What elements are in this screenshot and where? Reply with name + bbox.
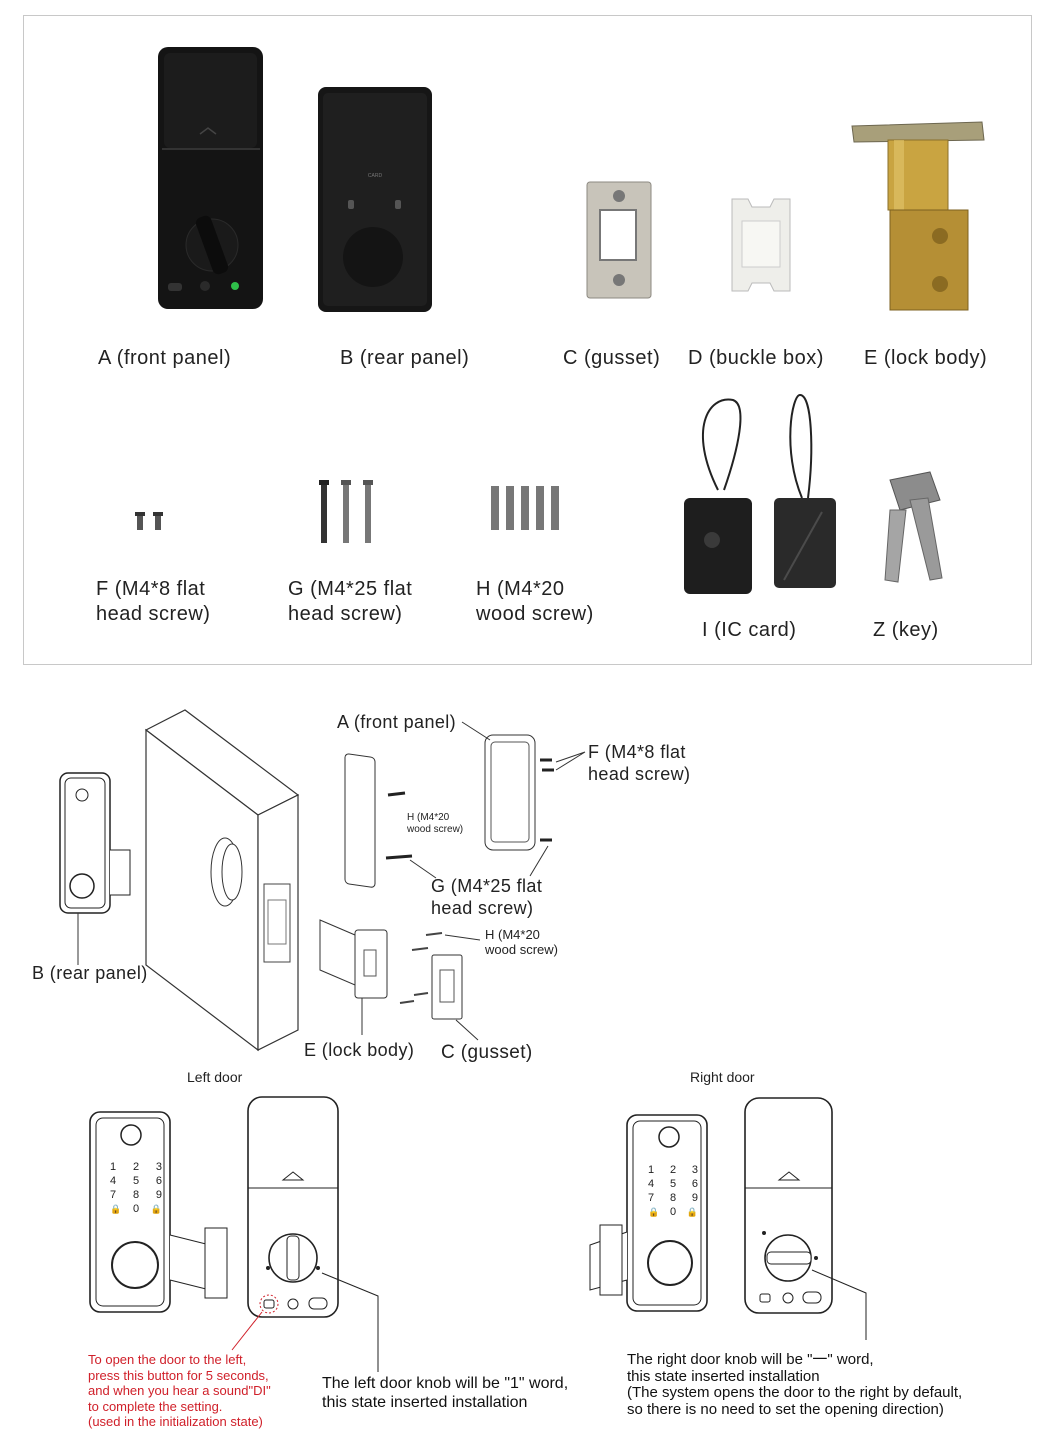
front-panel-photo [158,47,263,309]
keys-photo [884,471,943,583]
keypad-key: 4 [648,1178,655,1190]
exploded-label-f: F (M4*8 flat head screw) [588,741,690,785]
part-label-f-line1: F (M4*8 flat [96,578,206,600]
keypad-key: 8 [132,1189,140,1201]
exploded-label-g-line2: head screw) [431,898,534,918]
exploded-label-h-top-line1: H (M4*20 [407,812,450,823]
keypad-key: 5 [132,1175,140,1187]
ic-card-black-photo [684,398,752,594]
wood-screws-h-photo [491,486,559,530]
exploded-label-b: B (rear panel) [32,963,148,983]
note-line: The left door knob will be "1" word, [322,1375,569,1392]
left-door-knob-note: The left door knob will be "1" word, thi… [322,1374,568,1412]
exploded-label-g: G (M4*25 flat head screw) [431,875,542,919]
lock-icon: 🔒 [110,1204,122,1214]
part-label-h: H (M4*20 wood screw) [476,577,594,627]
right-door-title: Right door [690,1069,755,1085]
note-line: so there is no need to set the opening d… [627,1400,944,1418]
keypad-key: 1 [110,1161,117,1173]
note-line: this state inserted installation [627,1367,820,1385]
exploded-label-h-bottom-line2: wood screw) [485,942,558,957]
keypad-key: 4 [110,1175,117,1187]
note-line: this state inserted installation [322,1394,528,1411]
part-label-a: A (front panel) [98,347,232,369]
keypad-key: 2 [669,1164,677,1176]
lock-body-photo [851,121,985,311]
lock-icon: 🔒 [648,1207,660,1217]
keypad-key: 8 [669,1192,677,1204]
lock-icon: 🔒 [150,1204,162,1214]
keypad-key: 0 [132,1203,140,1215]
note-line: to complete the setting. [88,1398,223,1414]
keypad-key: 3 [691,1164,698,1176]
buckle-box-photo [731,198,791,292]
note-line: The right door knob will be "一" word, [627,1351,874,1368]
flat-head-screws-g-photo [319,480,373,543]
part-label-g-line2: head screw) [288,603,403,625]
rear-panel-photo: CARD [318,87,432,312]
keypad-key: 7 [648,1192,655,1204]
keypad-key: 2 [132,1161,140,1173]
keypad-key: 6 [691,1178,698,1190]
keypad-key: 9 [691,1192,698,1204]
part-label-d: D (buckle box) [688,347,824,369]
note-line: and when you hear a sound"DI" [88,1383,271,1398]
note-line: press this button for 5 seconds, [88,1367,269,1383]
part-label-g: G (M4*25 flat head screw) [288,577,412,627]
lock-icon: 🔒 [686,1207,698,1217]
right-door-keypad: 1 2 3 4 5 6 7 8 9 🔒 0 🔒 [648,1163,698,1219]
flat-head-screws-f-photo [135,512,163,530]
exploded-label-a: A (front panel) [337,712,457,732]
exploded-installation-diagram [59,709,586,1052]
part-label-h-line1: H (M4*20 [476,578,565,600]
ic-card-clear-photo [774,393,836,588]
exploded-label-c: C (gusset) [441,1042,533,1063]
left-door-keypad: 1 2 3 4 5 6 7 8 9 🔒 0 🔒 [110,1160,162,1216]
part-label-h-line2: wood screw) [476,603,594,625]
part-label-z: Z (key) [873,619,939,641]
exploded-label-f-line2: head screw) [588,764,691,784]
keypad-key: 6 [155,1175,162,1187]
exploded-label-f-line1: F (M4*8 flat [588,742,686,762]
exploded-label-h-top-line2: wood screw) [407,824,464,835]
keypad-key: 3 [155,1161,162,1173]
right-door-knob-note: The right door knob will be "一" word, th… [627,1351,963,1418]
keypad-key: 0 [669,1206,677,1218]
exploded-label-h-top: H (M4*20 wood screw) [407,812,463,836]
gusset-photo [586,181,652,299]
exploded-label-e: E (lock body) [304,1040,415,1060]
keypad-key: 7 [110,1189,117,1201]
exploded-label-h-bottom: H (M4*20 wood screw) [485,927,558,957]
part-label-c: C (gusset) [563,347,661,369]
exploded-label-h-bottom-line1: H (M4*20 [485,927,540,942]
part-label-f-line2: head screw) [96,603,211,625]
note-line: (used in the initialization state) [88,1414,263,1429]
note-line: (The system opens the door to the right … [627,1384,963,1401]
parts-list-panel [23,15,1032,665]
part-label-f: F (M4*8 flat head screw) [96,577,210,627]
part-label-i: I (IC card) [702,619,797,641]
keypad-key: 5 [669,1178,677,1190]
left-door-setting-note: To open the door to the left, press this… [88,1352,271,1430]
part-label-b: B (rear panel) [340,347,470,369]
rear-panel-card-print: CARD [368,173,383,179]
exploded-label-g-line1: G (M4*25 flat [431,876,543,896]
part-label-g-line1: G (M4*25 flat [288,578,413,600]
keypad-key: 9 [155,1189,162,1201]
keypad-key: 1 [648,1164,655,1176]
note-line: To open the door to the left, [88,1352,247,1367]
part-label-e: E (lock body) [864,347,988,369]
left-door-title: Left door [187,1069,243,1085]
